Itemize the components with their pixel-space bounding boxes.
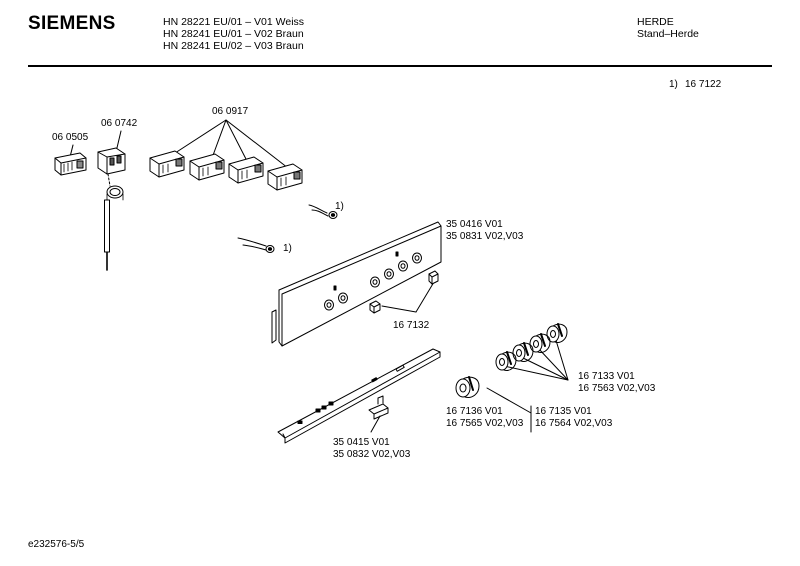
part-350415-bracket (369, 396, 388, 419)
label-167563: 16 7563 V02,V03 (578, 383, 656, 394)
label-167564: 16 7564 V02,V03 (535, 418, 613, 429)
header-rule (28, 65, 772, 67)
part-167133-knob-4 (496, 352, 516, 370)
model-line-2: HN 28241 EU/01 – V02 Braun (163, 28, 304, 40)
label-350415: 35 0415 V01 (333, 437, 390, 448)
part-167132-clip-upper (429, 271, 438, 284)
part-060917-switch-3 (229, 157, 263, 183)
part-167133-knob-1 (547, 324, 567, 342)
part-350416-control-panel (272, 222, 441, 346)
part-167132-clip-lower (370, 301, 380, 313)
label-167136: 16 7136 V01 (446, 406, 503, 417)
part-060917-switch-4 (268, 164, 302, 190)
label-note-lower: 1) (283, 243, 292, 254)
label-350416: 35 0416 V01 (446, 219, 503, 230)
indicator-lamp-upper (309, 205, 337, 219)
part-350415-rail (278, 349, 440, 443)
category-label: HERDE (637, 16, 674, 28)
label-350832: 35 0832 V02,V03 (333, 449, 411, 460)
label-167132: 16 7132 (393, 320, 430, 331)
label-note-upper: 1) (335, 201, 344, 212)
subcategory-label: Stand–Herde (637, 28, 699, 40)
label-060742: 06 0742 (101, 118, 138, 129)
brand-logo: SIEMENS (28, 13, 116, 34)
part-060505-switch (55, 153, 86, 175)
indicator-lamp-lower (238, 238, 274, 253)
label-350831: 35 0831 V02,V03 (446, 231, 524, 242)
model-line-3: HN 28241 EU/02 – V03 Braun (163, 40, 304, 52)
model-line-1: HN 28221 EU/01 – V01 Weiss (163, 16, 305, 28)
label-167565: 16 7565 V02,V03 (446, 418, 524, 429)
part-060742-thermostat (98, 148, 125, 270)
part-060917-switch-1 (150, 151, 184, 177)
part-060917-switch-2 (190, 154, 224, 180)
footnote-marker: 1) (669, 79, 678, 90)
part-167136-knob (456, 377, 479, 397)
footnote-part: 16 7122 (685, 79, 722, 90)
label-060505: 06 0505 (52, 132, 89, 143)
document-id: e232576-5/5 (28, 539, 85, 550)
label-060917: 06 0917 (212, 106, 249, 117)
leader-lines (70, 120, 568, 432)
label-167135: 16 7135 V01 (535, 406, 592, 417)
label-167133: 16 7133 V01 (578, 371, 635, 382)
